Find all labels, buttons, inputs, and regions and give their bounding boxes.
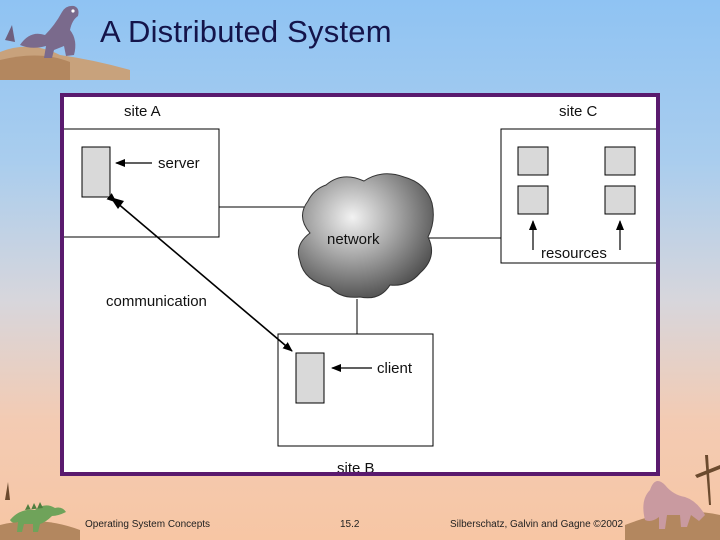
slide-title: A Distributed System bbox=[100, 14, 392, 49]
dinosaur-logo-top-left bbox=[0, 5, 130, 80]
server-node bbox=[81, 146, 111, 198]
diagram-frame: site A site C site B server client netwo… bbox=[60, 93, 660, 476]
site-b-label: site B bbox=[337, 460, 375, 472]
resource-node-1 bbox=[517, 146, 549, 176]
site-a-label: site A bbox=[124, 103, 161, 120]
client-label: client bbox=[377, 360, 413, 377]
communication-arrow-start-head bbox=[110, 197, 124, 209]
resources-label: resources bbox=[541, 245, 607, 262]
footer-left: Operating System Concepts bbox=[85, 519, 211, 530]
network-cloud bbox=[297, 173, 434, 299]
client-node bbox=[295, 352, 325, 404]
network-label: network bbox=[327, 231, 380, 248]
communication-label: communication bbox=[106, 293, 207, 310]
server-label: server bbox=[158, 155, 200, 172]
site-b bbox=[277, 333, 434, 447]
resource-node-2 bbox=[604, 146, 636, 176]
distributed-system-diagram: site A site C site B server client netwo… bbox=[64, 103, 656, 472]
dinosaur-decoration-bottom-right bbox=[625, 455, 720, 540]
site-c-label: site C bbox=[559, 103, 598, 120]
resource-node-4 bbox=[604, 185, 636, 215]
site-c bbox=[500, 128, 656, 264]
dinosaur-decoration-bottom-left bbox=[0, 482, 80, 540]
site-a bbox=[64, 128, 220, 238]
resource-node-3 bbox=[517, 185, 549, 215]
communication-arrow bbox=[106, 193, 293, 352]
footer-page-number: 15.2 bbox=[340, 519, 360, 530]
footer-right: Silberschatz, Galvin and Gagne ©2002 bbox=[450, 519, 624, 530]
